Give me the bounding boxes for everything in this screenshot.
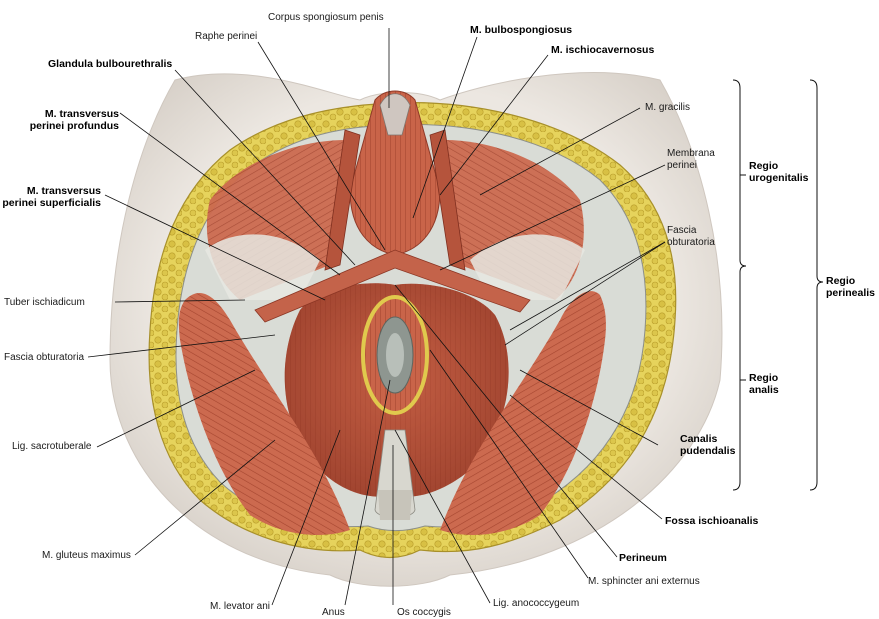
label-transversus-profundus-2: perinei profundus [29, 120, 119, 132]
label-lig-anococcygeum: Lig. anococcygeum [493, 598, 580, 609]
label-regio-urogenitalis-1: Regio [749, 160, 779, 172]
label-membrana-perinei-1: Membrana [667, 148, 715, 159]
label-levator-ani: M. levator ani [210, 601, 271, 612]
label-gluteus-maximus: M. gluteus maximus [42, 550, 131, 561]
label-regio-analis-2: analis [749, 384, 779, 396]
label-canalis-pudendalis-2: pudendalis [680, 445, 736, 457]
label-sphincter-ani-externus: M. sphincter ani externus [588, 576, 700, 587]
label-glandula-bulbourethralis: Glandula bulbourethralis [48, 58, 173, 70]
label-anus: Anus [322, 607, 345, 618]
region-brackets [732, 79, 824, 491]
label-ischiocavernosus: M. ischiocavernosus [551, 44, 655, 56]
label-fossa-ischioanalis: Fossa ischioanalis [665, 515, 759, 527]
bulbospongiosus [349, 90, 441, 256]
ischiocavernosus-left [324, 129, 361, 271]
label-gracilis: M. gracilis [645, 102, 691, 113]
label-bulbospongiosus: M. bulbospongiosus [470, 24, 573, 36]
label-lig-sacrotuberale: Lig. sacrotuberale [12, 441, 92, 452]
corpus-spongiosum [379, 93, 411, 136]
gluteus-right [440, 291, 606, 535]
label-transversus-superficialis-1: M. transversus [26, 185, 101, 197]
label-corpus-spongiosum: Corpus spongiosum penis [268, 12, 384, 23]
label-raphe-perinei: Raphe perinei [195, 31, 258, 42]
label-transversus-profundus-1: M. transversus [44, 108, 119, 120]
label-fascia-obturatoria-left: Fascia obturatoria [4, 352, 85, 363]
label-perineum: Perineum [619, 552, 667, 564]
label-transversus-superficialis-2: perinei superficialis [2, 197, 101, 209]
label-regio-perinealis-2: perinealis [826, 287, 876, 299]
label-regio-perinealis-1: Regio [826, 275, 856, 287]
label-fascia-obturatoria-right-1: Fascia [667, 225, 697, 236]
label-membrana-perinei-2: perinei [667, 160, 698, 171]
transversus-perinei [254, 249, 531, 323]
label-canalis-pudendalis-1: Canalis [680, 433, 718, 445]
label-tuber-ischiadicum: Tuber ischiadicum [4, 297, 85, 308]
label-regio-urogenitalis-2: urogenitalis [749, 172, 809, 184]
leader-lines [87, 28, 666, 606]
label-os-coccygis: Os coccygis [397, 607, 451, 618]
label-fascia-obturatoria-right-2: obturatoria [667, 237, 715, 248]
label-regio-analis-1: Regio [749, 372, 779, 384]
gluteus-left [178, 292, 350, 535]
